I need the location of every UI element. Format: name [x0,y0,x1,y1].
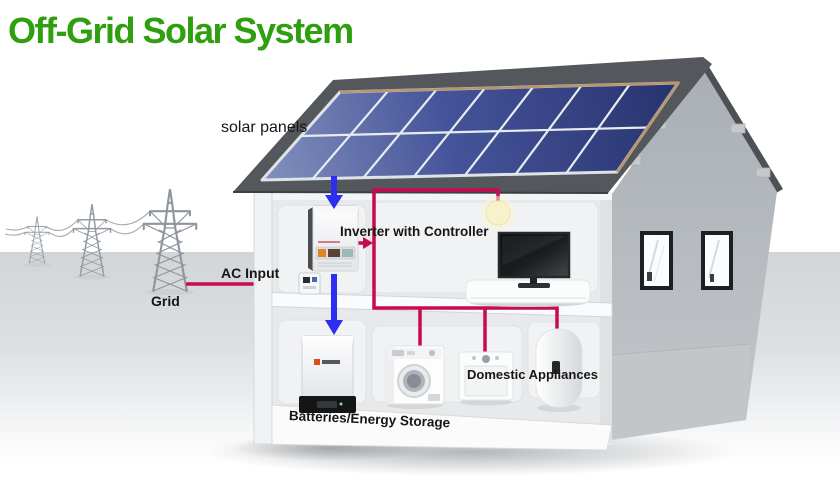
tv-icon [497,231,571,288]
label-grid: Grid [151,293,180,309]
water-heater-icon [535,328,583,412]
label-solar-panels: solar panels [221,119,308,136]
label-inverter: Inverter with Controller [340,224,489,239]
window-right [701,231,733,290]
inverter-unit [308,205,359,272]
solar-panel-grid-lines [300,83,648,180]
solar-panel-frame [339,81,681,173]
label-ac-input: AC Input [221,265,280,281]
light-bulb-icon [481,196,515,230]
page-title: Off-Grid Solar System [8,10,354,51]
window-left [640,231,673,290]
dc-flow-arrows [325,176,343,335]
tv-console [465,279,591,307]
dryer-icon [458,351,514,406]
side-wall-lower [604,344,750,441]
ac-socket-icon [298,272,321,295]
battery-unit [299,335,356,413]
ac-wiring [372,188,559,352]
cutaway-edge [253,189,273,445]
washing-machine-icon [385,345,445,409]
label-domestic-appliances: Domestic Appliances [467,367,599,382]
transmission-towers [4,188,198,295]
solar-panel-array [260,81,681,182]
ceiling-strip [254,192,612,200]
power-lines [4,210,151,237]
